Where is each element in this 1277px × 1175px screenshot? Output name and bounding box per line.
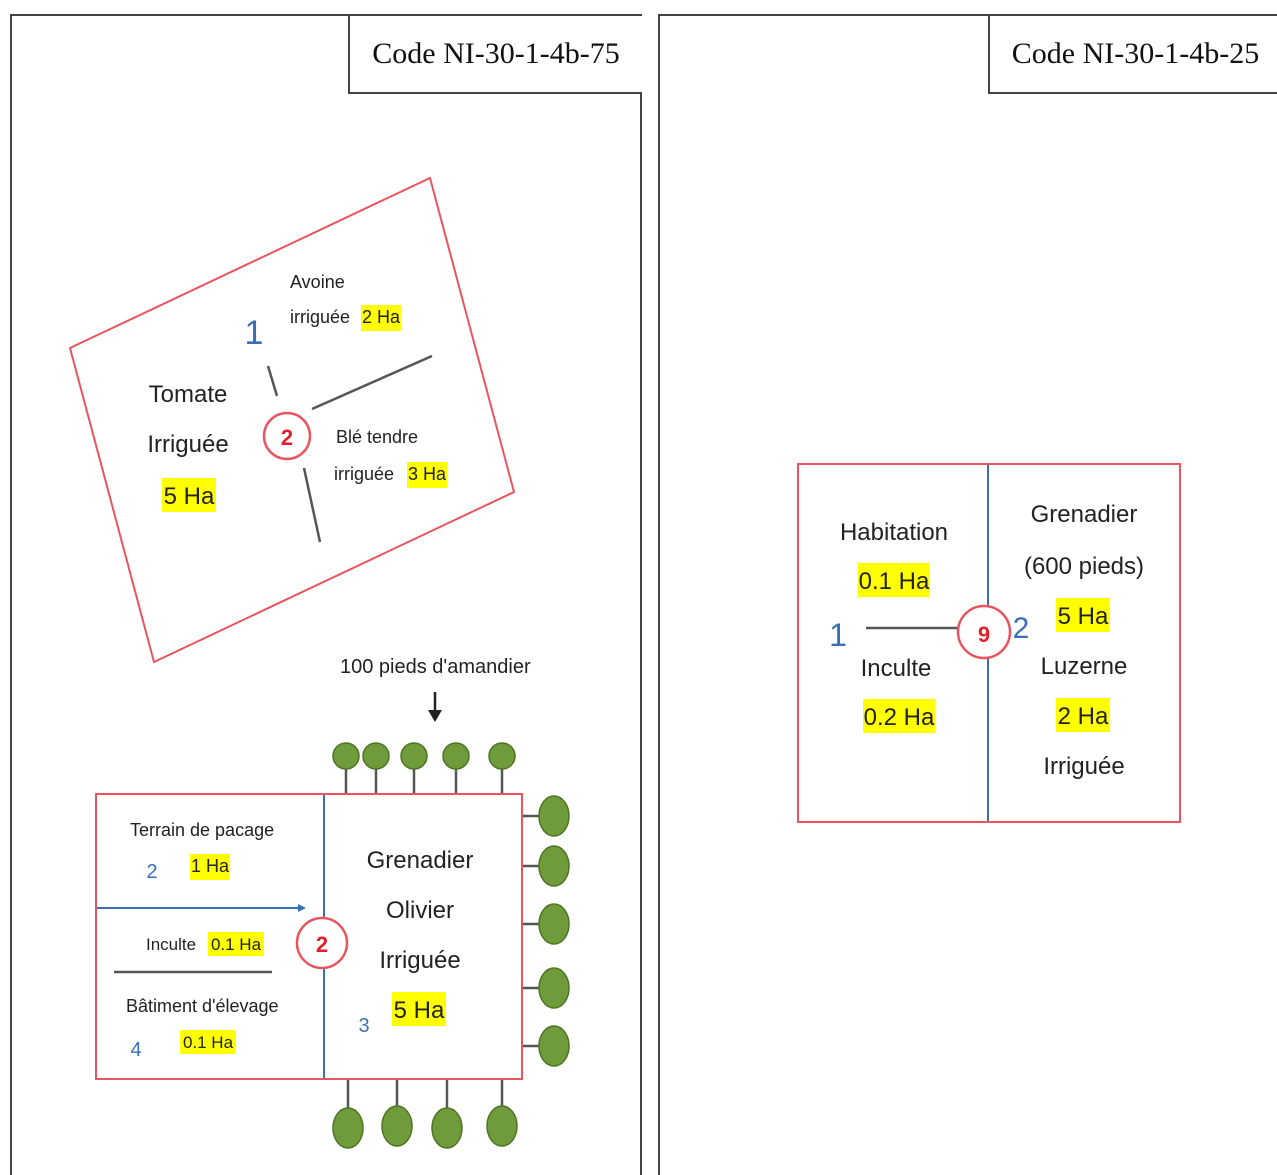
almond-tree-icon (538, 845, 570, 887)
almond-tree-icon (442, 742, 470, 770)
pacage-area-highlight (190, 854, 230, 880)
habitation-label: Habitation (840, 519, 948, 546)
grenadier-label: Grenadier (1031, 501, 1138, 528)
grenadier-area: 5 Ha (1058, 603, 1109, 630)
batiment-number: 4 (130, 1039, 141, 1061)
plot-1-divider-top (266, 365, 279, 397)
ble-area: 3 Ha (408, 464, 447, 484)
center-count: 9 (978, 622, 990, 647)
avoine-label: Avoine (290, 272, 345, 292)
verger-label-2: Olivier (386, 897, 454, 924)
farm-layout-diagram-left: 2 1 Tomate Irriguée 5 Ha Avoine irriguée… (68, 176, 570, 1149)
center-circle (956, 604, 1012, 660)
tomate-area: 5 Ha (164, 483, 215, 510)
almond-tree-icon (400, 742, 428, 770)
parcel-number-right: 2 (1013, 612, 1030, 645)
plot-1-divider-right (311, 354, 433, 411)
plot-1-divider-bottom (302, 467, 322, 543)
avoine-irrigation: irriguée (290, 307, 350, 327)
plot-1-center-count: 2 (281, 425, 293, 450)
almond-tree-icon (538, 967, 570, 1009)
batiment-label: Bâtiment d'élevage (126, 996, 279, 1016)
tomate-label: Tomate (149, 381, 228, 408)
plot-2-divider-arrow (298, 904, 306, 912)
tree-row-top (332, 742, 516, 794)
almond-tree-icon (488, 742, 516, 770)
pacage-number: 2 (146, 861, 157, 883)
inculte-label: Inculte (146, 935, 196, 954)
batiment-area-highlight (180, 1030, 236, 1054)
farm-layout-diagram-right: 9 1 2 Habitation 0.1 Ha Inculte 0.2 Ha G… (797, 463, 1181, 823)
inculte-label: Inculte (861, 655, 932, 682)
habitation-area: 0.1 Ha (859, 568, 930, 595)
farm-panel-right: Code NI-30-1-4b-25 9 1 2 Habitation 0.1 … (658, 14, 1277, 1175)
luzerne-area-highlight (1056, 698, 1110, 732)
almond-tree-icon (538, 795, 570, 837)
farm-code-label: Code NI-30-1-4b-25 (988, 16, 1277, 94)
plot-2-center-circle (295, 916, 349, 970)
grenadier-count: (600 pieds) (1024, 553, 1144, 580)
ble-label: Blé tendre (336, 427, 418, 447)
almond-tree-icon (332, 1107, 364, 1149)
plot-1-boundary (68, 176, 516, 664)
tree-row-right (522, 795, 570, 1067)
grenadier-area-highlight (1056, 598, 1110, 632)
farm-code-label: Code NI-30-1-4b-75 (348, 16, 642, 94)
inculte-area-highlight (208, 932, 264, 956)
tree-row-bottom (332, 1079, 518, 1149)
inculte-area-highlight (863, 699, 935, 733)
plot-2-center-count: 2 (316, 932, 328, 957)
pacage-area: 1 Ha (191, 856, 230, 876)
farm-panel-left: Code NI-30-1-4b-75 2 1 Tomate Irriguée 5… (10, 14, 642, 1175)
luzerne-area: 2 Ha (1058, 703, 1109, 730)
plot-2-boundary (95, 793, 523, 1080)
amandier-label: 100 pieds d'amandier (340, 656, 531, 678)
avoine-area-highlight (361, 305, 401, 331)
inculte-area: 0.2 Ha (864, 704, 935, 731)
habitation-area-highlight (858, 563, 930, 597)
almond-tree-icon (381, 1105, 413, 1147)
verger-area-highlight (392, 992, 446, 1026)
parcel-number-left: 1 (829, 617, 847, 653)
tomate-irrigation: Irriguée (147, 431, 228, 458)
almond-tree-icon (486, 1105, 518, 1147)
almond-tree-icon (431, 1107, 463, 1149)
avoine-area: 2 Ha (362, 307, 401, 327)
plot-boundary (797, 463, 1181, 823)
almond-tree-icon (362, 742, 390, 770)
plot-1-center-circle (262, 411, 312, 461)
verger-irrigation: Irriguée (379, 947, 460, 974)
verger-area: 5 Ha (394, 997, 445, 1024)
ble-area-highlight (407, 462, 447, 488)
verger-number: 3 (358, 1015, 369, 1037)
pacage-label: Terrain de pacage (130, 820, 274, 840)
verger-label-1: Grenadier (367, 847, 474, 874)
ble-irrigation: irriguée (334, 464, 394, 484)
luzerne-label: Luzerne (1041, 653, 1128, 680)
amandier-arrow-head (428, 710, 442, 722)
almond-tree-icon (332, 742, 360, 770)
almond-tree-icon (538, 1025, 570, 1067)
plot-1-parcel-number: 1 (245, 314, 264, 352)
inculte-area: 0.1 Ha (211, 935, 262, 954)
tomate-area-highlight (162, 478, 216, 512)
batiment-area: 0.1 Ha (183, 1033, 234, 1052)
luzerne-irrigation: Irriguée (1043, 753, 1124, 780)
almond-tree-icon (538, 903, 570, 945)
